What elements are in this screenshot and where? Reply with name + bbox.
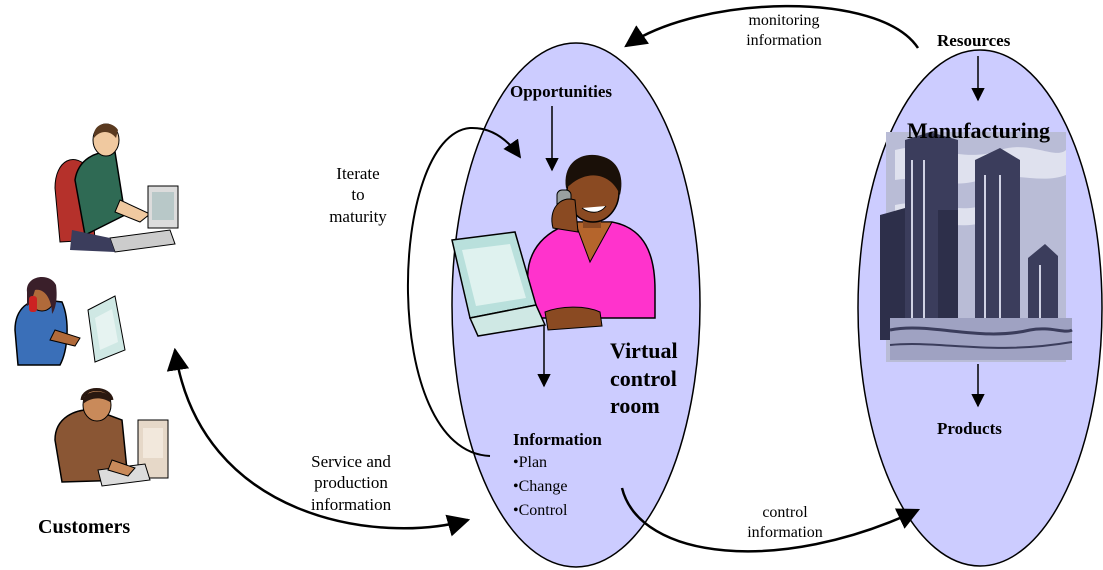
control-information-label: control information	[747, 504, 823, 541]
monitoring-information-label: monitoring information	[746, 12, 822, 49]
virtual-control-room-label: Virtual control room	[610, 338, 678, 418]
service-double-arrow	[166, 347, 471, 537]
control-arrow	[620, 487, 921, 553]
agent-woman-phone-icon	[451, 154, 656, 337]
products-label: Products	[937, 419, 1002, 438]
monitoring-arrow	[624, 4, 920, 49]
manufacturing-label: Manufacturing	[907, 118, 1050, 143]
iterate-to-maturity-label: Iterate to maturity	[329, 164, 387, 226]
information-item-plan: •Plan	[513, 454, 548, 471]
information-item-change: •Change	[513, 478, 568, 495]
customer-man-computer-icon	[54, 123, 179, 253]
service-production-information-label: Service and production information	[310, 452, 392, 514]
customer-man-headset-icon	[54, 388, 169, 487]
information-item-control: •Control	[513, 502, 568, 519]
opportunities-label: Opportunities	[510, 82, 613, 101]
resources-label: Resources	[937, 31, 1011, 50]
customers-label: Customers	[38, 516, 131, 538]
information-heading: Information	[513, 430, 602, 449]
buildings-icon	[880, 132, 1073, 362]
customer-woman-phone-icon	[14, 276, 126, 366]
